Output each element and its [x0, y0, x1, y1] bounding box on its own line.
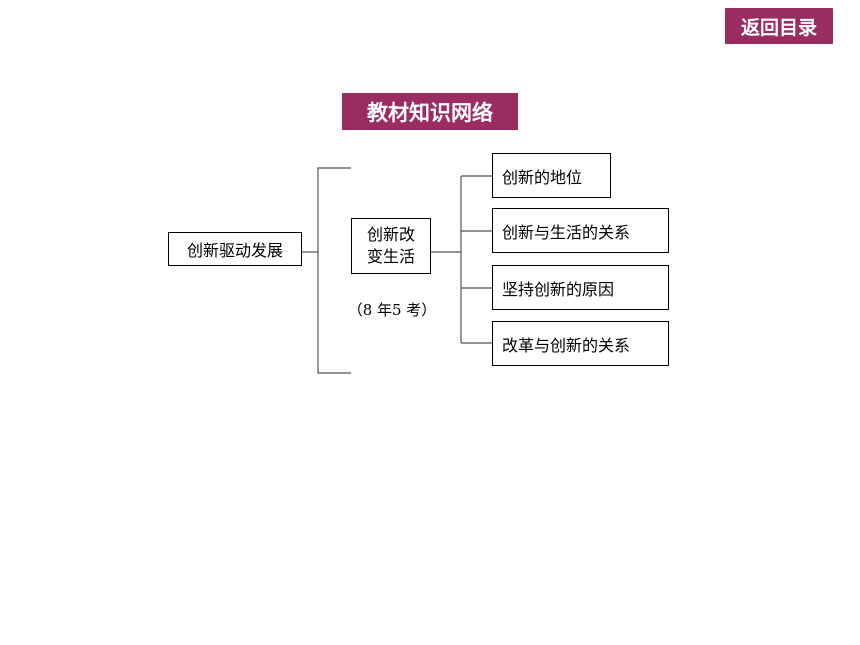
leaf-node-label: 坚持创新的原因: [502, 279, 615, 299]
leaf-node-reform-relation: 改革与创新的关系: [492, 321, 669, 366]
branch-node-label-line2: 变生活: [366, 247, 415, 266]
exam-frequency-note: （8 年5 考）: [347, 301, 437, 319]
page-title: 教材知识网络: [342, 93, 518, 130]
leaf-node-status: 创新的地位: [492, 153, 611, 198]
root-node: 创新驱动发展: [168, 232, 302, 266]
leaf-node-reasons: 坚持创新的原因: [492, 265, 669, 310]
back-to-contents-button[interactable]: 返回目录: [725, 8, 833, 44]
branch-node: 创新改 变生活: [351, 218, 431, 274]
outer-bracket: [317, 167, 351, 374]
leaf-node-label: 改革与创新的关系: [502, 335, 631, 355]
branch-node-label-line1: 创新改: [366, 225, 415, 244]
leaf-node-label: 创新的地位: [502, 167, 583, 187]
leaf-node-label: 创新与生活的关系: [502, 222, 631, 242]
root-node-label: 创新驱动发展: [186, 241, 283, 260]
leaf-node-life-relation: 创新与生活的关系: [492, 208, 669, 253]
